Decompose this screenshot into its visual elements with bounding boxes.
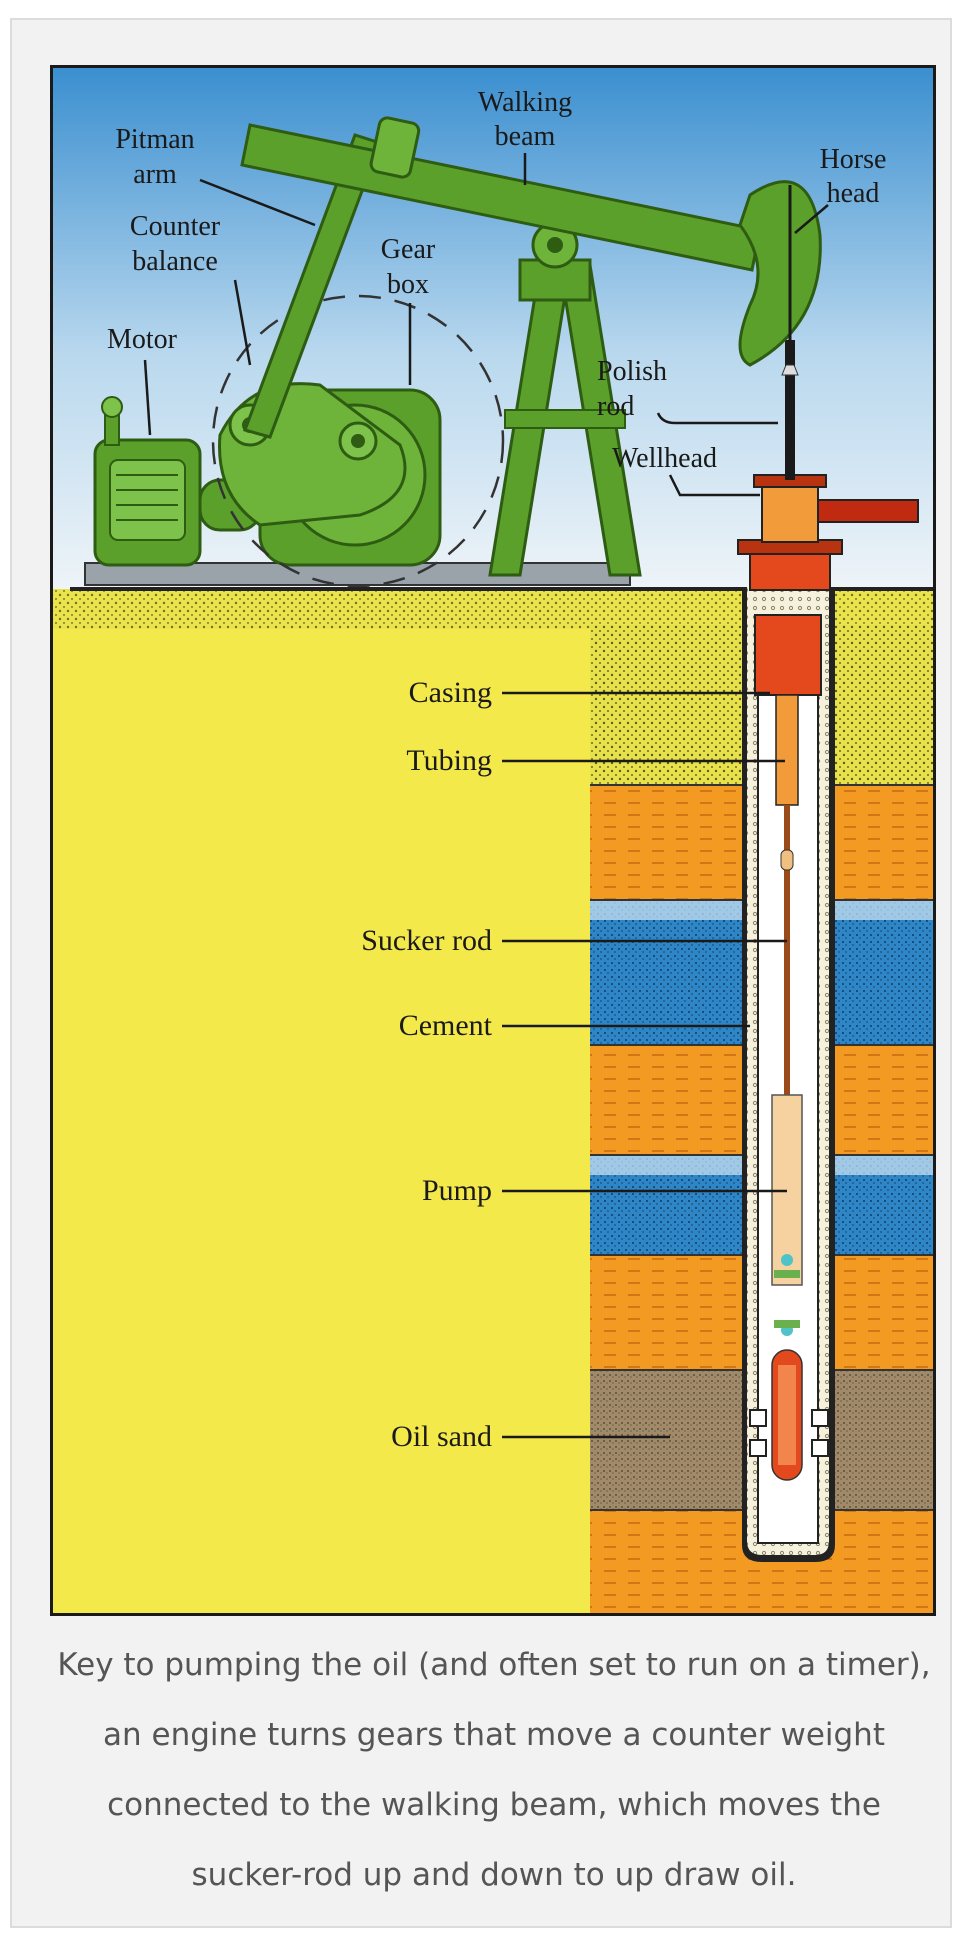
- label-walking-beam-1: Walking: [478, 87, 572, 118]
- well-bore: [742, 587, 835, 1562]
- wellhead: [737, 340, 919, 591]
- label-oil-sand: Oil sand: [391, 1420, 492, 1453]
- figure-card: Pitman arm Walking beam Horse head Count…: [10, 18, 952, 1928]
- label-gear-box-2: box: [387, 269, 429, 300]
- label-walking-beam-2: beam: [495, 121, 556, 152]
- label-gear-box-1: Gear: [381, 234, 436, 265]
- label-casing: Casing: [409, 676, 492, 709]
- label-tubing: Tubing: [406, 744, 492, 777]
- label-horse-head-2: head: [827, 178, 880, 209]
- pump-jack: [84, 116, 822, 588]
- figure-caption: Key to pumping the oil (and often set to…: [57, 1647, 931, 1893]
- label-counter-balance-2: balance: [132, 246, 218, 277]
- oil-pump-diagram: Pitman arm Walking beam Horse head Count…: [50, 65, 936, 1616]
- label-pitman-arm-1: Pitman: [115, 124, 194, 155]
- leader-lines: [143, 153, 829, 1439]
- label-cement: Cement: [399, 1009, 493, 1042]
- label-pitman-arm-2: arm: [133, 159, 177, 190]
- label-horse-head-1: Horse: [820, 144, 887, 175]
- label-sucker-rod: Sucker rod: [361, 924, 492, 957]
- label-wellhead: Wellhead: [612, 443, 717, 474]
- label-polish-rod-1: Polish: [597, 356, 667, 387]
- label-motor: Motor: [107, 324, 178, 355]
- label-pump: Pump: [422, 1174, 492, 1207]
- label-polish-rod-2: rod: [597, 391, 634, 422]
- label-counter-balance-1: Counter: [130, 211, 221, 242]
